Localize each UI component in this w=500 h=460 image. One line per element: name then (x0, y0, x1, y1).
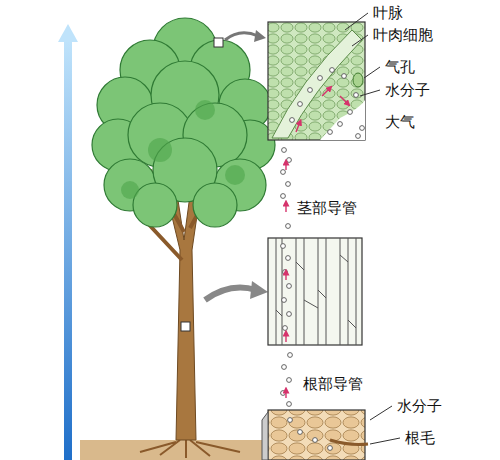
leaf-section (268, 22, 365, 140)
tree-canopy (92, 18, 275, 227)
upward-arrow (58, 24, 78, 460)
root-section (262, 410, 368, 460)
atmosphere-label: 大气 (384, 112, 416, 132)
water-molecule-label: 水分子 (396, 396, 443, 416)
vein-label: 叶脉 (372, 3, 404, 23)
water-molecule-label: 水分子 (384, 80, 431, 100)
ground (80, 440, 268, 460)
root-xylem-label: 根部导管 (302, 374, 364, 394)
mesophyll-label: 叶肉细胞 (372, 25, 434, 45)
flow-arrows (286, 88, 348, 398)
stem-xylem-section (268, 238, 362, 345)
stoma-label: 气孔 (384, 57, 416, 77)
root-hair-label: 根毛 (404, 428, 436, 448)
magnify-pointers (181, 30, 268, 331)
stem-xylem-label: 茎部导管 (296, 198, 358, 218)
water-molecules (281, 68, 365, 451)
canopy-shade (121, 100, 245, 199)
